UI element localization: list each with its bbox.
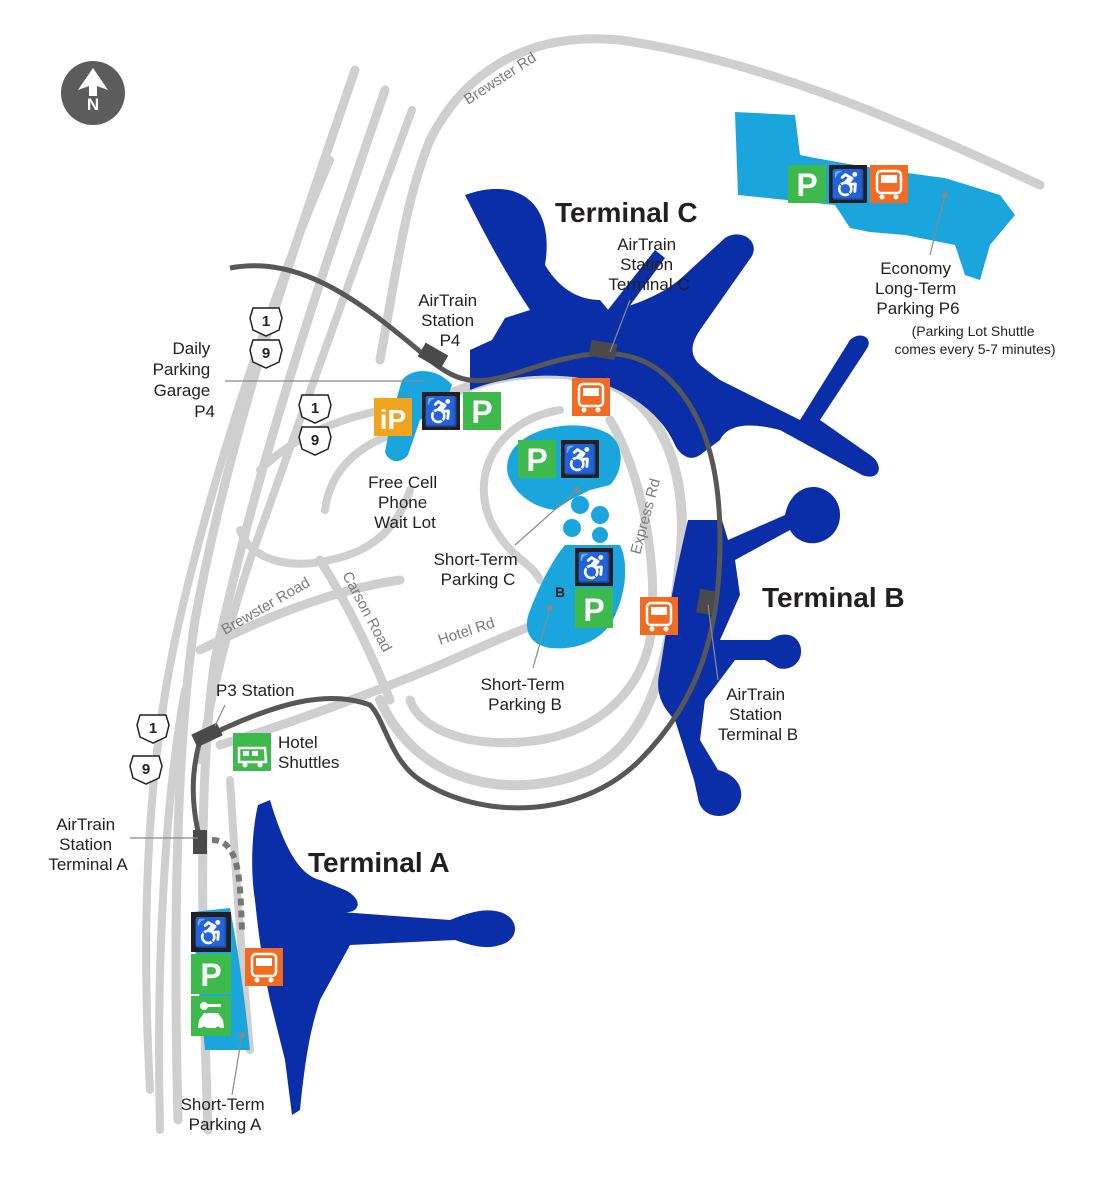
svg-text:1: 1: [149, 720, 157, 737]
hotel-shuttles-label: Hotel Shuttles: [278, 733, 339, 772]
terminal-c-building[interactable]: [465, 188, 879, 477]
svg-text:1: 1: [262, 313, 270, 330]
hotel-shuttle-van-icon: [233, 733, 271, 771]
airtrain-station-c-label: AirTrain Station Terminal C: [608, 235, 689, 294]
cellphone-lot-icon: [374, 398, 412, 436]
parking-icon: [463, 392, 501, 430]
parking-icon: [518, 440, 556, 478]
airtrain-station-b-marker[interactable]: [696, 588, 716, 616]
short-term-parking-a-label: Short-Term Parking A: [181, 1095, 270, 1134]
lot-b-letter: B: [555, 584, 565, 600]
parking-icon: [575, 588, 613, 628]
parking-icon: [788, 165, 826, 203]
svg-text:♿: ♿: [577, 551, 612, 584]
shuttle-bus-icon: [245, 948, 283, 986]
airtrain-station-a-marker[interactable]: [193, 830, 207, 854]
svg-text:P: P: [796, 167, 817, 203]
airtrain-station-c-marker[interactable]: [588, 339, 618, 361]
terminal-b-building[interactable]: [658, 487, 840, 817]
short-term-parking-c-label: Short-Term Parking C: [434, 550, 523, 589]
shuttle-bus-icon: [640, 597, 678, 635]
north-arrow-icon: [78, 68, 108, 96]
accessible-icon: [422, 392, 460, 430]
shuttle-bus-icon: [572, 378, 610, 416]
short-term-c-icon-group: P ♿: [518, 440, 599, 478]
airtrain-line: [190, 263, 723, 931]
svg-text:9: 9: [142, 761, 150, 778]
terminal-a-building[interactable]: [252, 800, 515, 1115]
economy-parking-p6-label: Economy Long-Term Parking P6: [875, 259, 961, 318]
shuttle-bus-icon: [870, 165, 908, 203]
airtrain-station-p4-marker[interactable]: [417, 342, 449, 370]
svg-text:P: P: [583, 592, 604, 628]
free-cell-phone-lot-label: Free Cell Phone Wait Lot: [368, 473, 442, 532]
accessible-icon: [561, 440, 599, 478]
terminal-b-label: Terminal B: [762, 582, 905, 613]
short-term-b-icon-group: ♿ P: [575, 548, 613, 628]
rental-car-key-icon: [191, 996, 231, 1036]
route-1-shield-mid: 1: [298, 394, 332, 424]
leader-lines: [130, 192, 948, 1096]
svg-text:♿: ♿: [424, 395, 459, 428]
svg-text:9: 9: [311, 432, 319, 449]
north-compass: N: [61, 61, 125, 125]
p4-icon-group: iP ♿ P: [374, 392, 501, 436]
airtrain-station-a-label: AirTrain Station Terminal A: [48, 815, 128, 874]
route-9-shield-south: 9: [129, 755, 163, 785]
svg-text:♿: ♿: [563, 443, 598, 476]
short-term-parking-b-label: Short-Term Parking B: [481, 675, 570, 714]
parking-icon: [191, 954, 231, 994]
svg-text:♿: ♿: [831, 168, 866, 201]
route-1-shield-south: 1: [136, 714, 170, 744]
economy-icon-group: P ♿: [788, 165, 908, 203]
accessible-icon: [575, 548, 613, 586]
svg-text:iP: iP: [380, 404, 406, 435]
daily-parking-garage-label: Daily Parking Garage P4: [153, 339, 215, 421]
economy-shuttle-note: (Parking Lot Shuttle comes every 5-7 min…: [894, 323, 1055, 357]
accessible-icon: [191, 912, 231, 952]
terminal-a-label: Terminal A: [308, 847, 450, 878]
svg-text:♿: ♿: [194, 916, 229, 949]
route-9-shield-north: 9: [249, 339, 283, 369]
road-label-express-rd: Express Rd: [627, 477, 663, 556]
airtrain-station-b-label: AirTrain Station Terminal B: [718, 685, 798, 744]
accessible-icon: [829, 165, 867, 203]
svg-text:9: 9: [262, 345, 270, 362]
svg-text:P: P: [471, 394, 492, 430]
airtrain-station-p4-label: AirTrain Station P4: [418, 291, 482, 350]
route-9-shield-mid: 9: [298, 426, 332, 456]
compass-letter: N: [87, 95, 99, 114]
route-shields: 1 9 1 9 1 9: [129, 307, 332, 785]
airtrain-stations: [191, 339, 716, 854]
route-1-shield-north: 1: [249, 307, 283, 337]
svg-text:P: P: [526, 442, 547, 478]
airtrain-station-p3-marker[interactable]: [191, 722, 223, 748]
short-term-a-icon-group: ♿ P: [191, 912, 231, 1036]
p3-station-label: P3 Station: [216, 681, 294, 700]
svg-text:P: P: [200, 957, 221, 993]
svg-text:1: 1: [311, 400, 319, 417]
terminal-c-label: Terminal C: [555, 197, 698, 228]
